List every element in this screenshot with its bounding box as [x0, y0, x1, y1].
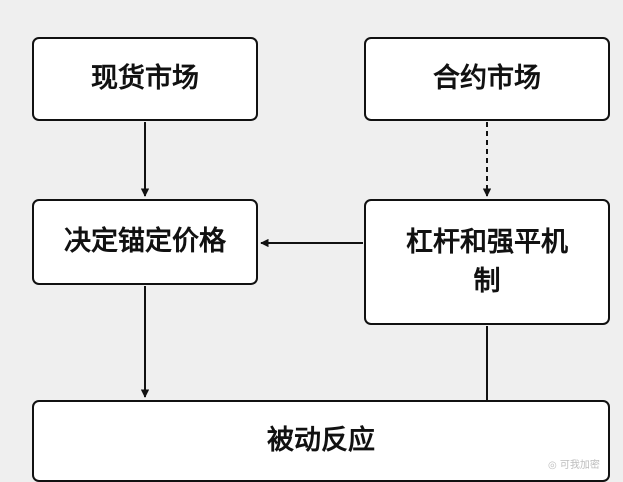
spot-market-label: 现货市场 [91, 63, 199, 95]
watermark-text: 可我加密 [559, 460, 600, 471]
passive-reaction-node: 被动反应 [32, 400, 610, 482]
spot-market-node: 现货市场 [32, 37, 258, 121]
futures-market-node: 合约市场 [364, 37, 610, 121]
leverage-liquidation-node: 杠杆和强平机制 [364, 199, 610, 325]
watermark: ◎ 可我加密 [548, 456, 600, 471]
futures-market-label: 合约市场 [433, 63, 541, 95]
anchor-price-node: 决定锚定价格 [32, 199, 258, 285]
watermark-icon: ◎ [548, 460, 557, 471]
anchor-price-label: 决定锚定价格 [64, 226, 226, 258]
leverage-liquidation-label: 杠杆和强平机制 [406, 226, 568, 297]
passive-reaction-label: 被动反应 [267, 425, 375, 457]
